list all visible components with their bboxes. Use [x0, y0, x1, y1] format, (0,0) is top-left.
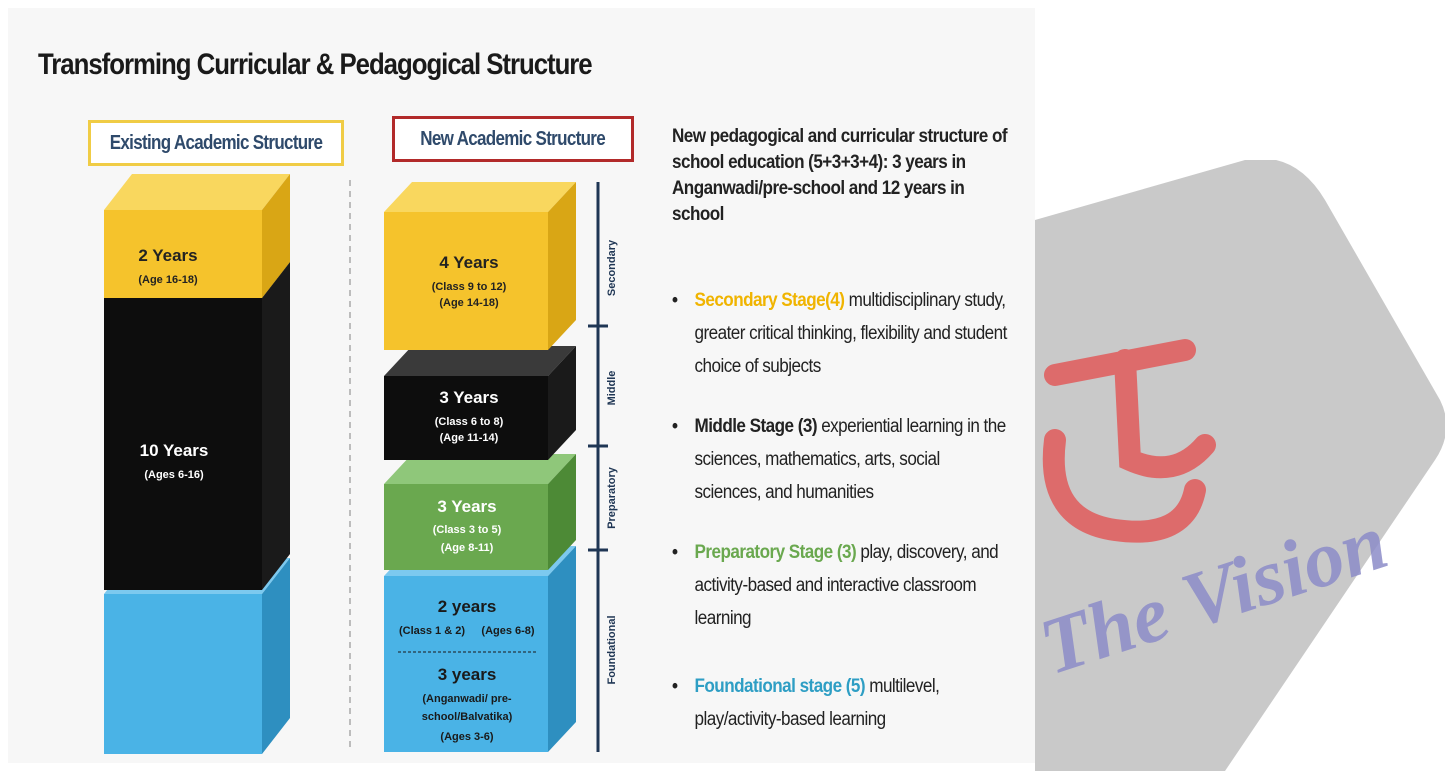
description-panel: New pedagogical and curricular structure… — [672, 124, 1032, 730]
stage-label-foundational: Foundational — [606, 615, 618, 684]
bullet-secondary-stage: Secondary Stage(4) — [694, 290, 845, 311]
bullet-secondary-text: multidisciplinary study, greater critica… — [694, 290, 1008, 377]
new-block-yellow-age: (Age 14-18) — [439, 297, 499, 309]
new-block-blue-years-2: 3 years — [438, 665, 497, 684]
stage-label-preparatory: Preparatory — [606, 466, 618, 529]
existing-block-yellow-years: 2 Years — [138, 246, 197, 265]
structure-diagram: 2 Years (Age 16-18) 10 Years (Ages 6-16)… — [104, 174, 618, 754]
bullet-foundational: • Foundational stage (5) multilevel, pla… — [672, 676, 940, 730]
watermark-hindi-glyph — [1042, 339, 1216, 543]
bullet-middle-stage: Middle Stage (3) — [694, 416, 818, 437]
new-block-black-years: 3 Years — [439, 388, 498, 407]
new-block-green — [384, 454, 576, 570]
description-intro: New pedagogical and curricular structure… — [672, 126, 1008, 225]
new-block-green-years: 3 Years — [437, 497, 496, 516]
new-block-black — [384, 346, 576, 460]
new-block-yellow-years: 4 Years — [439, 253, 498, 272]
new-structure-heading: New Academic Structure — [392, 116, 634, 162]
page-title: Transforming Curricular & Pedagogical St… — [38, 48, 593, 81]
new-block-blue-age-1: (Ages 6-8) — [481, 625, 535, 637]
existing-structure-heading: Existing Academic Structure — [88, 120, 344, 166]
existing-block-black-detail: (Ages 6-16) — [144, 469, 204, 481]
new-block-yellow — [384, 182, 576, 350]
new-block-blue-detail-3: (Ages 3-6) — [440, 731, 494, 743]
new-block-black-age: (Age 11-14) — [440, 432, 499, 444]
bullet-foundational-text: multilevel, play/activity-based learning — [694, 676, 940, 730]
bullet-preparatory: • Preparatory Stage (3) play, discovery,… — [672, 542, 999, 629]
new-block-yellow-class: (Class 9 to 12) — [432, 281, 507, 293]
bullet-preparatory-stage: Preparatory Stage (3) — [694, 542, 857, 563]
bullet-middle: • Middle Stage (3) experiential learning… — [672, 416, 1007, 503]
new-block-green-age: (Age 8-11) — [441, 542, 494, 554]
existing-block-black — [104, 262, 290, 590]
watermark-shape — [1035, 160, 1445, 771]
bullet-foundational-stage: Foundational stage (5) — [694, 676, 866, 697]
new-block-black-class: (Class 6 to 8) — [435, 416, 504, 428]
watermark-logo: The Vision — [1035, 160, 1445, 771]
bullet-secondary: • Secondary Stage(4) multidisciplinary s… — [672, 290, 1008, 377]
bullet-preparatory-text: play, discovery, and activity-based and … — [694, 542, 999, 629]
existing-block-yellow-detail: (Age 16-18) — [138, 274, 198, 286]
new-block-blue-years-1: 2 years — [438, 597, 497, 616]
existing-block-yellow — [104, 174, 290, 298]
existing-block-black-years: 10 Years — [140, 441, 209, 460]
new-block-blue-class-1: (Class 1 & 2) — [399, 625, 465, 637]
new-block-blue-detail-1: (Anganwadi/ pre- — [422, 693, 512, 705]
new-block-green-class: (Class 3 to 5) — [433, 524, 502, 536]
bullet-middle-text: experiential learning in the sciences, m… — [694, 416, 1007, 503]
new-block-blue-detail-2: school/Balvatika) — [422, 711, 513, 723]
stage-label-secondary: Secondary — [606, 239, 618, 296]
stage-label-middle: Middle — [606, 371, 618, 406]
